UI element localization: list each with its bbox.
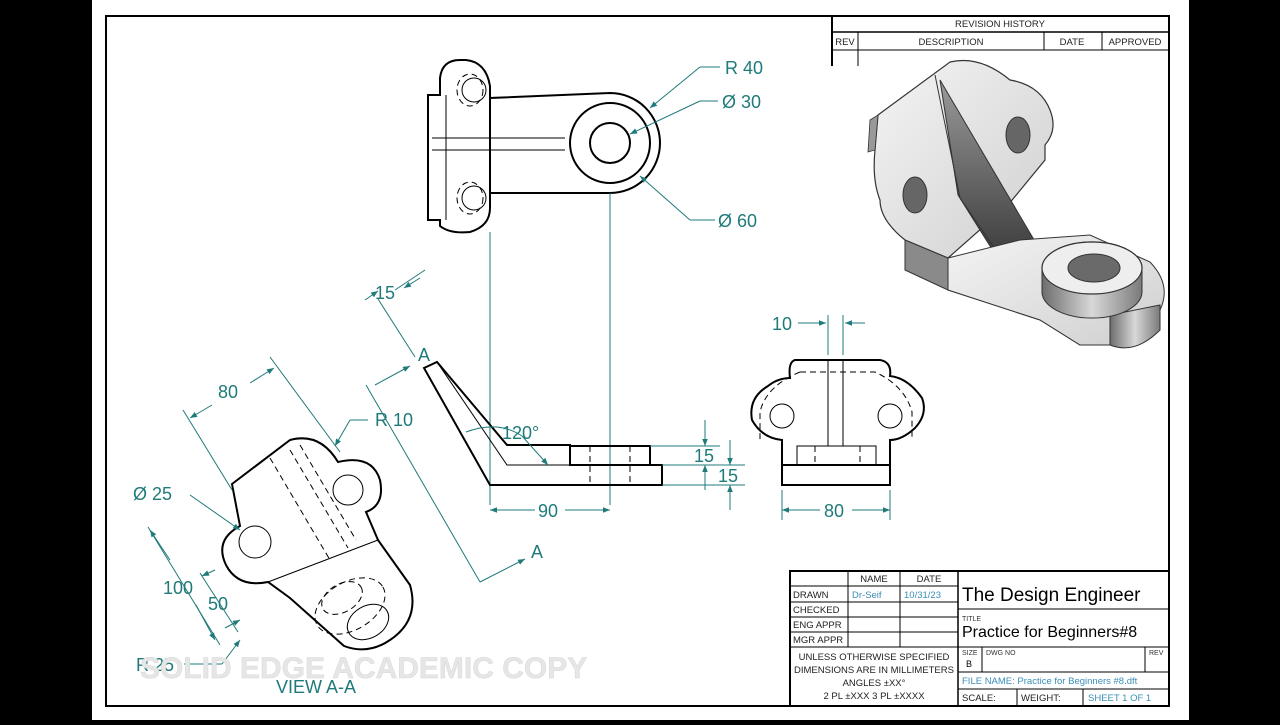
tb-company: The Design Engineer: [962, 585, 1141, 606]
rev-col-rev: REV: [835, 37, 855, 48]
section-a-top: A: [418, 345, 430, 365]
tb-title-label: TITLE: [962, 616, 981, 623]
tb-note-1: UNLESS OTHERWISE SPECIFIED: [799, 652, 950, 663]
front-view-dimensions: 15 A A 120° 90 15 15: [364, 269, 745, 583]
dim-d60: Ø 60: [718, 211, 757, 231]
isometric-3d-view: [867, 59, 1165, 349]
top-view: [427, 59, 661, 234]
dim-15-diag: 15: [375, 283, 395, 303]
auxiliary-view-a-a: [221, 437, 414, 651]
tb-row-eng-label: ENG APPR: [793, 620, 842, 631]
dim-50: 50: [208, 594, 228, 614]
tb-title: Practice for Beginners#8: [962, 624, 1137, 641]
tb-scale: SCALE:: [962, 693, 996, 704]
tb-row-drawn-label: DRAWN: [793, 590, 829, 601]
dim-r10: R 10: [375, 410, 413, 430]
tb-sheet: SHEET 1 OF 1: [1088, 693, 1151, 704]
dim-80-side: 80: [824, 501, 844, 521]
front-view: [422, 360, 663, 486]
tb-rev-label: REV: [1149, 650, 1164, 657]
dim-d30: Ø 30: [722, 92, 761, 112]
revision-history-table: REVISION HISTORY REV DESCRIPTION DATE AP…: [831, 16, 1169, 66]
tb-dwg-label: DWG NO: [986, 650, 1016, 657]
revision-title: REVISION HISTORY: [955, 19, 1046, 30]
tb-row-mgr-label: MGR APPR: [793, 635, 843, 646]
drawing-canvas: REVISION HISTORY REV DESCRIPTION DATE AP…: [105, 15, 1170, 707]
top-view-dimensions: R 40 Ø 30 Ø 60: [489, 58, 763, 505]
tb-size: B: [966, 659, 972, 669]
tb-col-name: NAME: [860, 574, 887, 585]
side-view: [750, 359, 925, 486]
dim-15-h1: 15: [694, 446, 714, 466]
watermark: SOLID EDGE ACADEMIC COPY: [140, 652, 587, 685]
tb-weight: WEIGHT:: [1021, 693, 1061, 704]
dim-100: 100: [163, 578, 193, 598]
dim-80-aux: 80: [218, 382, 238, 402]
title-block: NAME DATE DRAWN Dr-Seif 10/31/23 CHECKED…: [789, 570, 1170, 707]
dim-15-h2: 15: [718, 466, 738, 486]
tb-note-2: DIMENSIONS ARE IN MILLIMETERS: [794, 665, 954, 676]
tb-size-label: SIZE: [962, 650, 978, 657]
view-a-a-label: VIEW A-A: [276, 677, 356, 697]
tb-file-name: FILE NAME: Practice for Beginners #8.dft: [962, 676, 1138, 687]
side-view-dimensions: 10 80: [772, 314, 891, 521]
auxiliary-view-dimensions: 80 R 10 Ø 25 100 50 R 25 VIEW A-A: [133, 356, 413, 697]
tb-row-checked-label: CHECKED: [793, 605, 840, 616]
sheet-border: [105, 15, 1170, 707]
tb-row-drawn-name: Dr-Seif: [852, 590, 882, 601]
dim-r40: R 40: [725, 58, 763, 78]
tb-col-date: DATE: [917, 574, 942, 585]
rev-col-date: DATE: [1060, 37, 1085, 48]
dim-10: 10: [772, 314, 792, 334]
dim-r25: R 25: [136, 655, 174, 675]
dim-d25: Ø 25: [133, 484, 172, 504]
section-a-bottom: A: [531, 542, 543, 562]
dim-90: 90: [538, 501, 558, 521]
drawing-sheet: REVISION HISTORY REV DESCRIPTION DATE AP…: [92, 0, 1189, 720]
tb-note-3: ANGLES ±XX°: [843, 678, 906, 689]
tb-row-drawn-date: 10/31/23: [904, 590, 941, 601]
dim-angle: 120°: [502, 423, 539, 443]
rev-col-description: DESCRIPTION: [919, 37, 984, 48]
tb-note-4: 2 PL ±XXX 3 PL ±XXXX: [823, 691, 925, 702]
rev-col-approved: APPROVED: [1109, 37, 1162, 48]
